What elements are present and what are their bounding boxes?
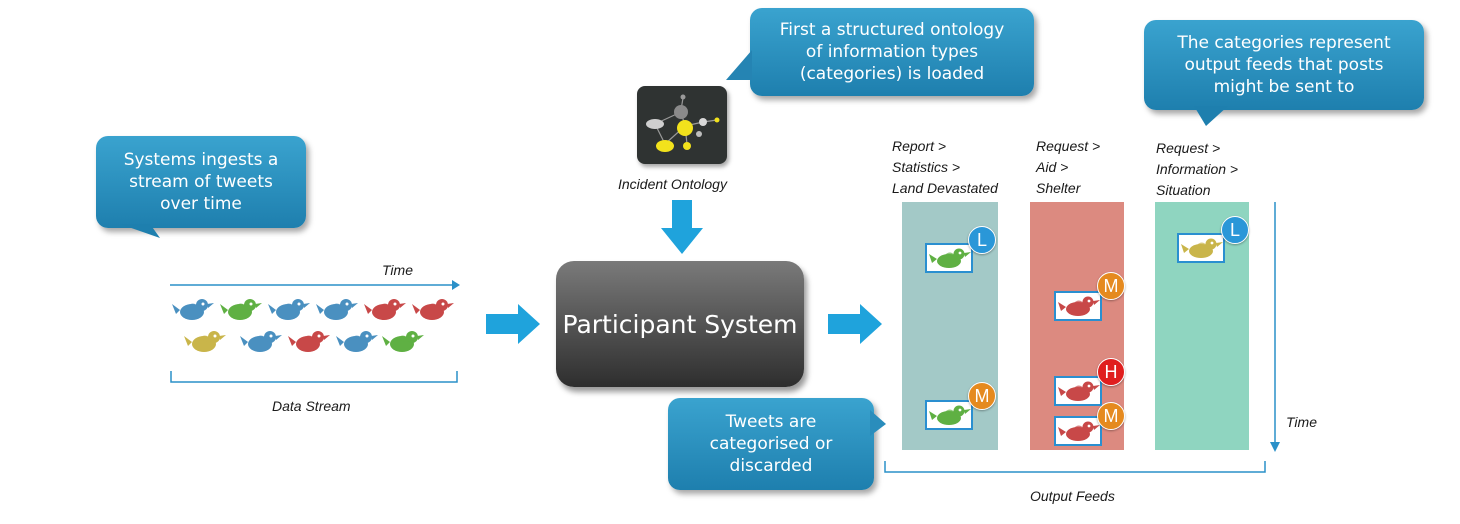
- feed-label-line: Aid >: [1036, 159, 1069, 175]
- priority-badge: M: [968, 382, 996, 410]
- tweet-card: [925, 243, 973, 273]
- tweet-card: [925, 400, 973, 430]
- priority-badge: L: [1221, 216, 1249, 244]
- callout-categorised-tail: [870, 410, 886, 436]
- feed-label-line: Situation: [1156, 182, 1211, 198]
- bird-icon: [412, 299, 454, 320]
- bird-icon: [316, 299, 358, 320]
- bird-icon: [184, 331, 226, 352]
- callout-ingest-line: Systems ingests a: [123, 150, 279, 170]
- callout-categories-line: The categories represent: [1177, 33, 1391, 53]
- bird-icon: [1181, 238, 1223, 258]
- ontology-graph-icon: [646, 94, 720, 152]
- time-arrow-right: [1270, 202, 1280, 452]
- participant-system-label: Participant System: [562, 309, 798, 339]
- priority-badge: L: [968, 226, 996, 254]
- arrow-right-icon: [828, 304, 882, 344]
- arrow-right-icon: [486, 304, 540, 344]
- priority-badge: H: [1097, 358, 1125, 386]
- callout-ontology-line: First a structured ontology: [779, 20, 1005, 40]
- data-stream-label: Data Stream: [272, 398, 351, 414]
- callout-categorised: Tweets are categorised or discarded: [668, 398, 874, 490]
- callout-categorised-line: Tweets are: [725, 412, 817, 432]
- bird-icon: [288, 331, 330, 352]
- output-feeds-bracket: [884, 461, 1266, 473]
- tweet-card: [1177, 233, 1225, 263]
- incident-ontology-label: Incident Ontology: [618, 176, 727, 192]
- ontology-tile: [637, 86, 727, 164]
- callout-ingest-line: over time: [160, 194, 242, 214]
- tweet-card: [1054, 376, 1102, 406]
- callout-categories-line: output feeds that posts: [1184, 55, 1384, 75]
- feed-label-line: Statistics >: [892, 159, 961, 175]
- callout-categories-tail: [1194, 106, 1228, 126]
- callout-categories-line: might be sent to: [1213, 77, 1355, 97]
- bird-icon: [1058, 381, 1100, 401]
- feed-label-line: Report >: [892, 138, 947, 154]
- callout-ontology: First a structured ontology of informati…: [750, 8, 1034, 96]
- feed-label-line: Request >: [1156, 140, 1221, 156]
- bird-icon: [364, 299, 406, 320]
- bird-icon: [240, 331, 282, 352]
- bird-icon: [268, 299, 310, 320]
- output-feeds-label: Output Feeds: [1030, 488, 1115, 504]
- participant-system-box: Participant System: [556, 261, 804, 387]
- callout-ingest-line: stream of tweets: [129, 172, 273, 192]
- time-label-top: Time: [382, 262, 413, 278]
- bird-icon: [382, 331, 424, 352]
- bird-icon: [929, 405, 971, 425]
- feed-label-line: Information >: [1156, 161, 1239, 177]
- callout-ingest: Systems ingests a stream of tweets over …: [96, 136, 306, 228]
- callout-ontology-tail: [726, 50, 752, 80]
- tweet-card: [1054, 416, 1102, 446]
- bird-icon: [220, 299, 262, 320]
- callout-categories: The categories represent output feeds th…: [1144, 20, 1424, 110]
- callout-ontology-line: of information types: [805, 42, 979, 62]
- callout-categorised-line: categorised or: [709, 434, 833, 454]
- time-label-right: Time: [1286, 414, 1317, 430]
- callout-ingest-tail: [120, 224, 160, 238]
- arrow-down-icon: [661, 200, 703, 254]
- feed-label-shelter: Request > Aid > Shelter: [1036, 136, 1100, 199]
- priority-badge: M: [1097, 402, 1125, 430]
- callout-categorised-line: discarded: [729, 456, 813, 476]
- callout-ontology-line: (categories) is loaded: [799, 64, 985, 84]
- feed-label-line: Request >: [1036, 138, 1101, 154]
- feed-label-line: Shelter: [1036, 180, 1081, 196]
- bird-icon: [336, 331, 378, 352]
- tweet-stream: [172, 299, 454, 352]
- data-stream-bracket: [170, 371, 458, 383]
- feed-label-land-devastated: Report > Statistics > Land Devastated: [892, 136, 998, 199]
- bird-icon: [929, 248, 971, 268]
- bird-icon: [1058, 421, 1100, 441]
- priority-badge: M: [1097, 272, 1125, 300]
- feed-label-line: Land Devastated: [892, 180, 998, 196]
- bird-icon: [1058, 296, 1100, 316]
- tweet-card: [1054, 291, 1102, 321]
- feed-label-situation: Request > Information > Situation: [1156, 138, 1238, 201]
- bird-icon: [172, 299, 214, 320]
- time-arrow-top: [170, 280, 460, 290]
